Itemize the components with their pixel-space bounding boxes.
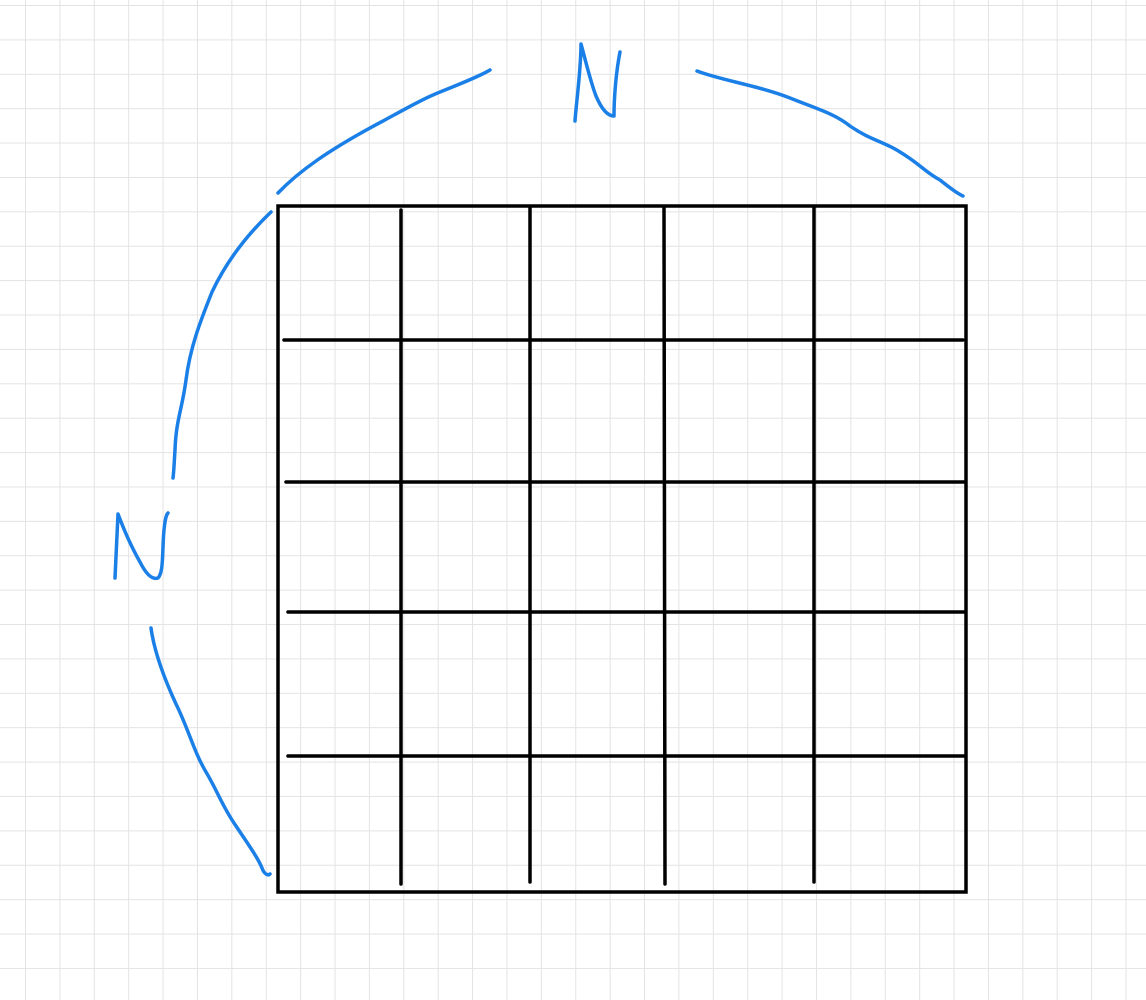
- left-n-glyph: [113, 511, 170, 581]
- grid-outer-border: [276, 204, 968, 894]
- left-brace-lower-arc: [149, 626, 272, 877]
- top-n-glyph: [573, 42, 622, 123]
- grid-vertical-line: [662, 206, 667, 886]
- grid-horizontal-lines: [282, 338, 967, 758]
- top-brace-right-arc: [695, 69, 965, 198]
- top-brace-left-arc: [276, 68, 492, 195]
- grid-vertical-lines: [399, 206, 816, 886]
- left-brace-upper-arc: [171, 210, 273, 480]
